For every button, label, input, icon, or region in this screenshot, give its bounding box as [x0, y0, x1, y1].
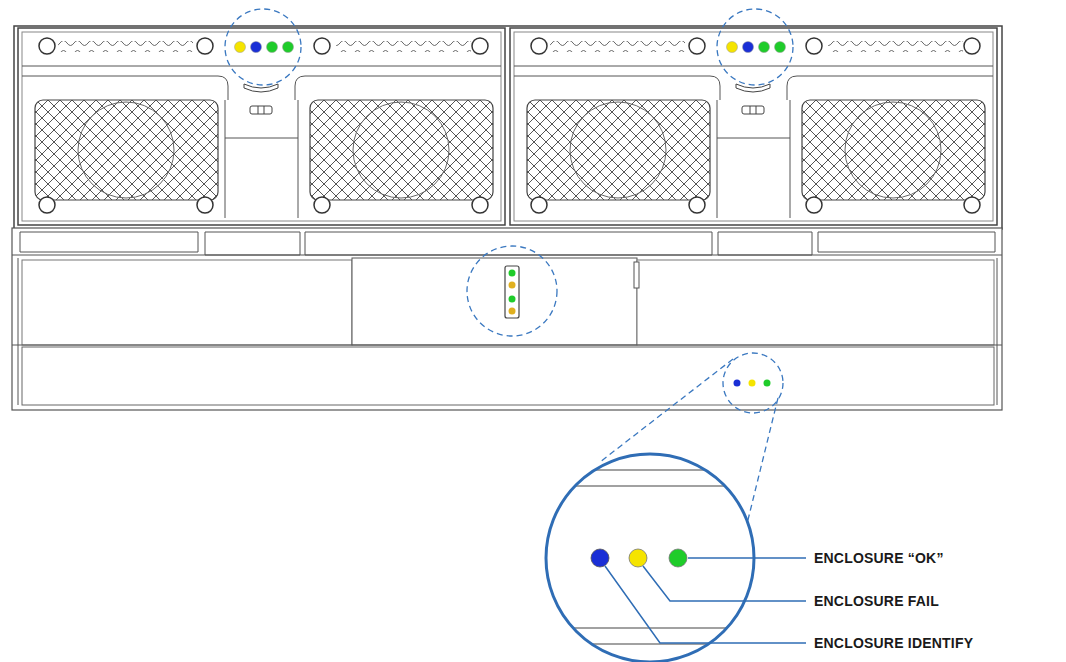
led-label: ENCLOSURE “OK” — [812, 550, 946, 566]
led-label: ENCLOSURE FAIL — [812, 593, 941, 609]
led-label: ENCLOSURE IDENTIFY — [812, 635, 975, 651]
